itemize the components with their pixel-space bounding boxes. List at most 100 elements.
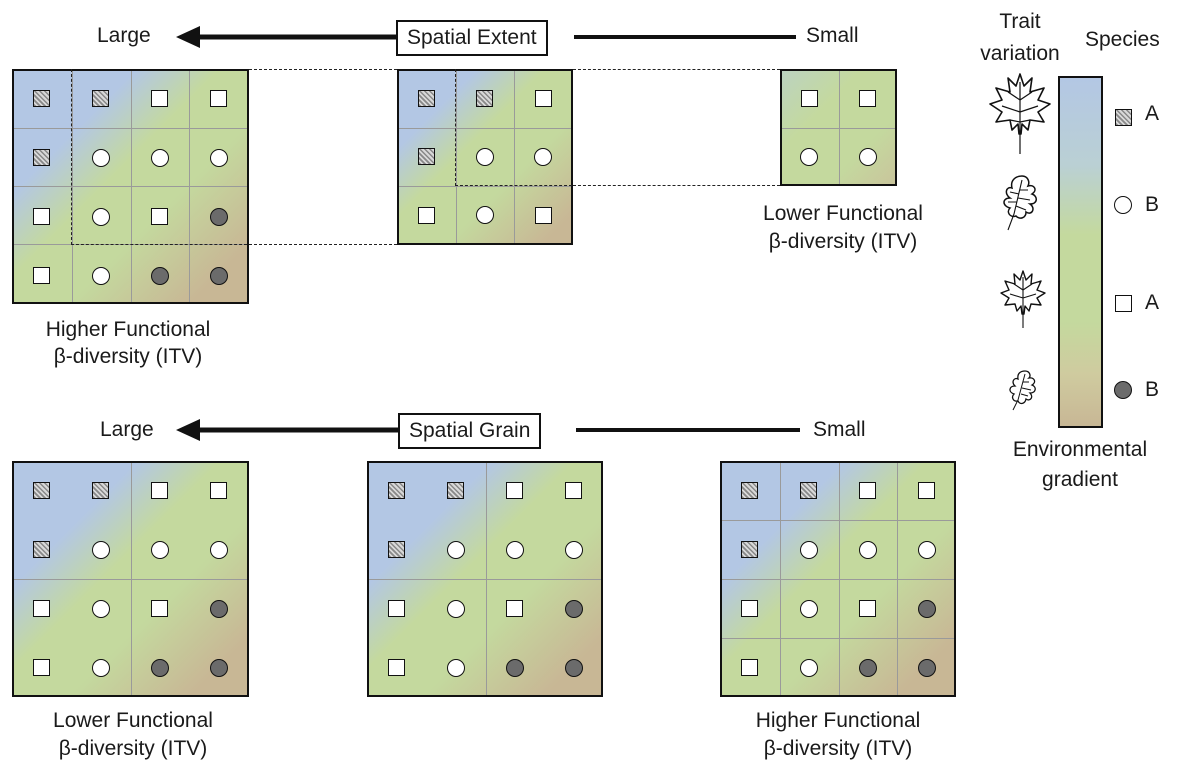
white-square-icon	[33, 208, 50, 225]
dark-circle-icon	[505, 658, 524, 677]
grid-cell	[544, 461, 603, 520]
grain-grid-medium	[367, 461, 603, 697]
grid-cell	[485, 638, 544, 697]
white-square-icon	[741, 600, 758, 617]
grid-cell	[189, 579, 248, 638]
grid-cell	[189, 520, 248, 579]
grid-cell	[897, 579, 956, 638]
white-square-icon	[800, 89, 818, 107]
grid-cell	[838, 461, 897, 520]
grid-cell	[720, 579, 779, 638]
white-square-icon	[151, 482, 168, 499]
grid-cell	[71, 520, 130, 579]
white-square-icon	[565, 482, 582, 499]
grid-cell	[189, 246, 248, 305]
bottom-caption-left-2: β-diversity (ITV)	[58, 737, 208, 760]
dark-circle-icon	[917, 658, 936, 677]
grid-cell	[544, 520, 603, 579]
grid-cell	[780, 128, 839, 187]
arrowhead-icon	[176, 419, 200, 441]
hatched-square-icon	[33, 149, 50, 166]
grid-cell	[12, 128, 71, 187]
white-square-icon	[151, 90, 168, 107]
small-maple-leaf-icon	[1000, 270, 1046, 328]
grid-cell	[12, 461, 71, 520]
hatched-square-icon	[33, 541, 50, 558]
white-circle-icon	[799, 658, 818, 677]
dark-circle-icon	[150, 658, 169, 677]
grid-cell	[12, 579, 71, 638]
legend-label-3: A	[1145, 291, 1160, 314]
grid-cell	[838, 579, 897, 638]
grid-cell	[456, 186, 515, 245]
white-circle-icon	[858, 540, 877, 559]
grid-cell	[12, 638, 71, 697]
white-square-icon	[741, 659, 758, 676]
white-square-icon	[151, 600, 168, 617]
white-circle-icon	[534, 147, 553, 166]
grid-cell	[130, 187, 189, 246]
grid-cell	[779, 461, 838, 520]
hatched-square-icon	[388, 541, 405, 558]
white-square-icon	[33, 600, 50, 617]
hatched-square-icon	[447, 482, 464, 499]
grid-cell	[189, 69, 248, 128]
hatched-square-icon	[741, 482, 758, 499]
small-oak-leaf-icon	[1009, 370, 1036, 411]
grid-cell	[189, 461, 248, 520]
hatched-square-icon	[33, 90, 50, 107]
grid-cell	[189, 638, 248, 697]
grid-cell	[897, 461, 956, 520]
legend-trait-title-1: Trait	[999, 10, 1041, 33]
grid-cell	[130, 128, 189, 187]
dark-circle-icon	[209, 207, 228, 226]
grain-grid-small	[720, 461, 956, 697]
large-maple-leaf-icon	[989, 73, 1051, 154]
white-circle-icon	[799, 540, 818, 559]
grid-cell	[426, 579, 485, 638]
top-caption-left-1: Higher Functional	[45, 318, 211, 341]
dashed-outline-large	[71, 69, 247, 245]
bottom-large-label: Large	[100, 418, 154, 441]
white-circle-icon	[91, 599, 110, 618]
white-circle-icon	[475, 147, 494, 166]
grid-cell	[12, 187, 71, 246]
legend-gradient-title-2: gradient	[1042, 468, 1118, 491]
hatched-square-icon	[388, 482, 405, 499]
grid-cell	[367, 520, 426, 579]
grid-cell	[367, 579, 426, 638]
grid-cell	[720, 461, 779, 520]
legend-white-circle-icon	[1114, 196, 1132, 214]
top-large-label: Large	[97, 24, 151, 47]
top-caption-right-2: β-diversity (ITV)	[768, 230, 918, 253]
legend-hatched-square-icon	[1114, 108, 1132, 126]
grid-cell	[838, 638, 897, 697]
grid-cell	[897, 520, 956, 579]
hatched-square-icon	[741, 541, 758, 558]
white-square-icon	[151, 208, 168, 225]
white-circle-icon	[446, 599, 465, 618]
grid-cell	[780, 69, 839, 128]
hatched-square-icon	[417, 148, 435, 166]
white-square-icon	[534, 206, 552, 224]
white-circle-icon	[800, 147, 819, 166]
grid-cell	[189, 128, 248, 187]
bottom-caption-right-1: Higher Functional	[755, 709, 921, 732]
grid-cell	[397, 128, 456, 187]
grid-cell	[71, 187, 130, 246]
grid-cell	[456, 128, 515, 187]
grid-cell	[130, 579, 189, 638]
white-circle-icon	[799, 599, 818, 618]
dark-circle-icon	[209, 658, 228, 677]
grid-cell	[485, 579, 544, 638]
grid-cell	[397, 186, 456, 245]
grid-cell	[426, 520, 485, 579]
dark-circle-icon	[564, 599, 583, 618]
grid-cell	[839, 69, 898, 128]
white-circle-icon	[91, 540, 110, 559]
legend-label-1: A	[1145, 102, 1160, 125]
hatched-square-icon	[92, 90, 109, 107]
grid-cell	[12, 246, 71, 305]
white-circle-icon	[91, 266, 110, 285]
